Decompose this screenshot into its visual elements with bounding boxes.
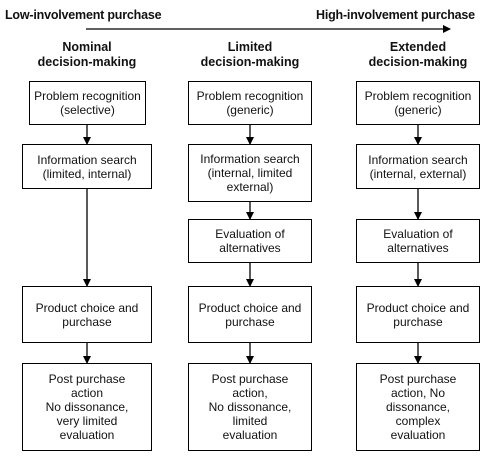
box-text: Information search (internal, external) [368, 152, 468, 181]
extended-information-search-box: Information search (internal, external) [356, 144, 480, 189]
box-text: Problem recognition (selective) [34, 89, 141, 117]
box-text: Product choice and purchase [35, 300, 139, 329]
extended-heading: Extended decision-making [368, 40, 468, 69]
box-text: Problem recognition (generic) [364, 89, 472, 117]
box-text: Post purchase action No dissonance, very… [45, 372, 129, 442]
limited-evaluation-box: Evaluation of alternatives [188, 219, 312, 263]
nominal-problem-recognition-box: Problem recognition (selective) [29, 81, 146, 125]
box-text: Information search (limited, internal) [37, 152, 137, 181]
box-text: Post purchase action, No dissonance, com… [379, 372, 457, 442]
limited-problem-recognition-box: Problem recognition (generic) [188, 81, 312, 125]
low-involvement-label: Low-involvement purchase [5, 8, 162, 22]
box-text: Product choice and purchase [198, 300, 302, 329]
nominal-post-purchase-box: Post purchase action No dissonance, very… [22, 363, 152, 451]
box-text: Information search (internal, limited ex… [200, 152, 300, 194]
nominal-product-choice-box: Product choice and purchase [22, 286, 152, 343]
limited-post-purchase-box: Post purchase action, No dissonance, lim… [188, 363, 312, 451]
box-text: Problem recognition (generic) [196, 89, 304, 117]
extended-evaluation-box: Evaluation of alternatives [356, 219, 480, 263]
box-text: Evaluation of alternatives [383, 227, 453, 255]
extended-post-purchase-box: Post purchase action, No dissonance, com… [356, 363, 480, 451]
box-text: Evaluation of alternatives [215, 227, 285, 255]
limited-product-choice-box: Product choice and purchase [188, 286, 312, 343]
limited-information-search-box: Information search (internal, limited ex… [188, 144, 312, 202]
nominal-heading: Nominal decision-making [37, 40, 137, 69]
box-text: Product choice and purchase [366, 300, 470, 329]
box-text: Post purchase action, No dissonance, lim… [208, 372, 292, 442]
high-involvement-label: High-involvement purchase [316, 8, 475, 22]
extended-problem-recognition-box: Problem recognition (generic) [356, 81, 480, 125]
nominal-information-search-box: Information search (limited, internal) [22, 144, 152, 189]
limited-heading: Limited decision-making [200, 40, 300, 69]
extended-product-choice-box: Product choice and purchase [356, 286, 480, 343]
